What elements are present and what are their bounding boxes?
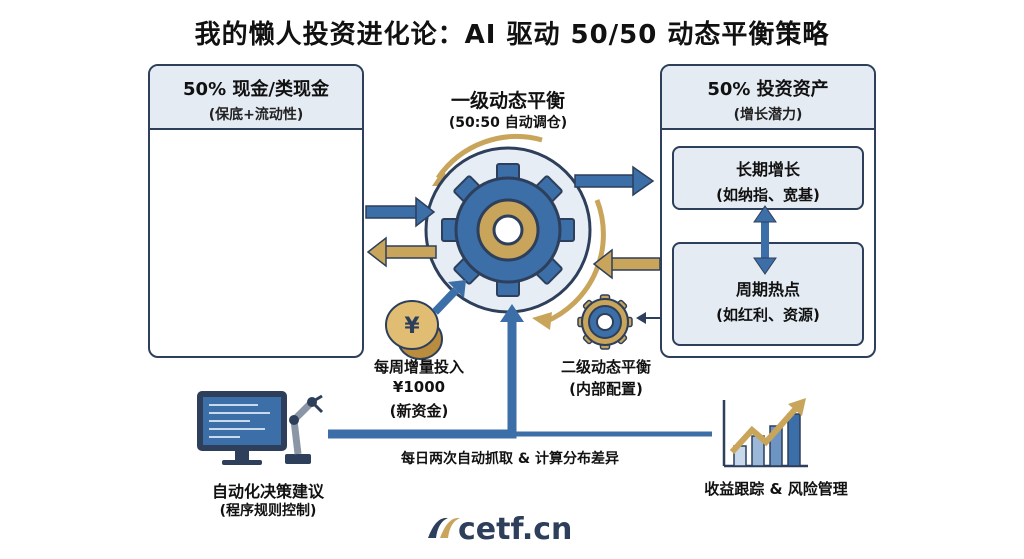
logo-mark-icon [428, 517, 460, 538]
arrow-cash-to-gear [365, 196, 436, 228]
cash-panel-subtitle: (保底+流动性) [208, 107, 304, 123]
primary-rebalance-title: 一级动态平衡 [450, 90, 565, 112]
weekly-amount: ¥1000 [392, 378, 446, 396]
cyclical-detail: (如红利、资源) [716, 306, 820, 324]
arrow-gear-to-assets [574, 165, 655, 197]
long-term-detail: (如纳指、宽基) [716, 186, 820, 204]
secondary-rebalance-title: 二级动态平衡 [560, 358, 651, 376]
growth-chart-icon [722, 398, 808, 468]
assets-panel-title: 50% 投资资产 [707, 79, 829, 100]
primary-rebalance-subtitle: (50:50 自动调仓) [448, 115, 568, 131]
yuan-coin-icon: ¥ [385, 300, 443, 360]
assets-panel-subtitle: (增长潜力) [733, 107, 803, 123]
weekly-note: (新资金) [389, 402, 449, 420]
main-gear-icon [424, 146, 592, 314]
arrow-assets-to-gear [592, 248, 661, 280]
secondary-rebalance-subtitle: (内部配置) [569, 380, 643, 398]
coin-symbol: ¥ [404, 314, 420, 339]
monitor-icon [197, 391, 287, 465]
cyclical-title: 周期热点 [735, 280, 800, 299]
cash-panel-title: 50% 现金/类现金 [183, 79, 329, 100]
automation-title: 自动化决策建议 [211, 482, 324, 501]
arrow-daily-feed [328, 304, 712, 439]
arrow-weekly-to-gear [432, 280, 466, 315]
tracking-label: 收益跟踪 & 风险管理 [704, 480, 848, 498]
page-title: 我的懒人投资进化论：AI 驱动 50/50 动态平衡策略 [194, 20, 830, 50]
automation-subtitle: (程序规则控制) [219, 503, 317, 519]
secondary-gear-icon [577, 294, 633, 350]
daily-fetch-label: 每日两次自动抓取 & 计算分布差异 [401, 451, 619, 467]
cash-panel: 50% 现金/类现金 (保底+流动性) [148, 64, 364, 358]
long-term-box: 长期增长 (如纳指、宽基) [672, 146, 864, 210]
logo-text: cetf.cn [458, 512, 573, 547]
swap-arrow-overlay [753, 205, 777, 275]
assets-panel-header: 50% 投资资产 (增长潜力) [662, 66, 874, 130]
weekly-label: 每周增量投入 [373, 358, 464, 376]
cash-panel-header: 50% 现金/类现金 (保底+流动性) [150, 66, 362, 130]
arrow-gear-to-cash [366, 236, 437, 268]
robot-arm-icon [285, 394, 324, 464]
long-term-title: 长期增长 [735, 160, 800, 179]
